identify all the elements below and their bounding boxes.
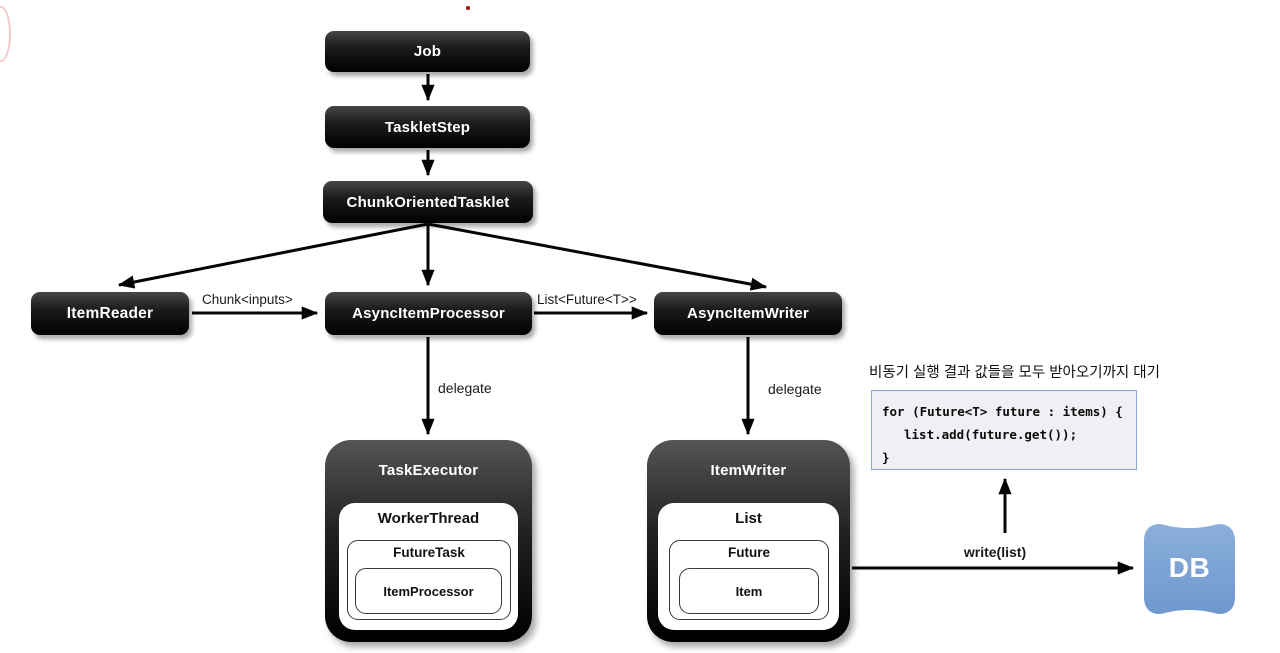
workerthread-title: WorkerThread <box>377 510 480 527</box>
node-chunkorientedtasklet: ChunkOrientedTasklet <box>323 181 533 223</box>
edge-label-delegate-processor: delegate <box>438 380 492 396</box>
container-future: Future Item <box>669 540 829 620</box>
taskexecutor-title: TaskExecutor <box>378 462 479 479</box>
async-wait-note: 비동기 실행 결과 값들을 모두 받아오기까지 대기 <box>869 365 1160 381</box>
edge-label-chunk-inputs: Chunk<inputs> <box>202 292 293 307</box>
edge-label-list-future: List<Future<T>> <box>537 292 637 307</box>
recording-dot <box>466 6 470 10</box>
container-itemprocessor: ItemProcessor <box>355 568 502 614</box>
container-workerthread: WorkerThread FutureTask ItemProcessor <box>339 503 518 630</box>
container-item: Item <box>679 568 819 614</box>
container-taskexecutor: TaskExecutor WorkerThread FutureTask Ite… <box>325 440 532 642</box>
code-line-2: list.add(future.get()); <box>904 427 1078 442</box>
edge-label-delegate-writer: delegate <box>768 381 822 397</box>
container-itemwriter: ItemWriter List Future Item <box>647 440 850 642</box>
code-line-1: for (Future<T> future : items) { <box>882 404 1123 419</box>
edge-chunktasklet-itemreader <box>117 222 429 289</box>
node-taskletstep: TaskletStep <box>325 106 530 148</box>
container-futuretask: FutureTask ItemProcessor <box>347 540 511 620</box>
node-itemreader: ItemReader <box>31 292 189 335</box>
edge-label-write-list: write(list) <box>963 544 1027 560</box>
list-title: List <box>735 510 762 527</box>
db-label: DB <box>1168 552 1211 583</box>
futuretask-title: FutureTask <box>393 545 465 560</box>
left-edge-arc <box>0 6 11 62</box>
itemprocessor-title: ItemProcessor <box>383 583 474 599</box>
code-block: for (Future<T> future : items) { list.ad… <box>871 390 1137 470</box>
code-line-3: } <box>882 450 890 465</box>
container-list: List Future Item <box>658 503 839 630</box>
node-job: Job <box>325 31 530 72</box>
future-title: Future <box>728 545 770 560</box>
node-asyncitemprocessor: AsyncItemProcessor <box>325 292 532 335</box>
item-title: Item <box>735 583 763 599</box>
itemwriter-title: ItemWriter <box>710 462 787 479</box>
edge-chunktasklet-asyncitemwriter <box>427 222 768 291</box>
node-asyncitemwriter: AsyncItemWriter <box>654 292 842 335</box>
